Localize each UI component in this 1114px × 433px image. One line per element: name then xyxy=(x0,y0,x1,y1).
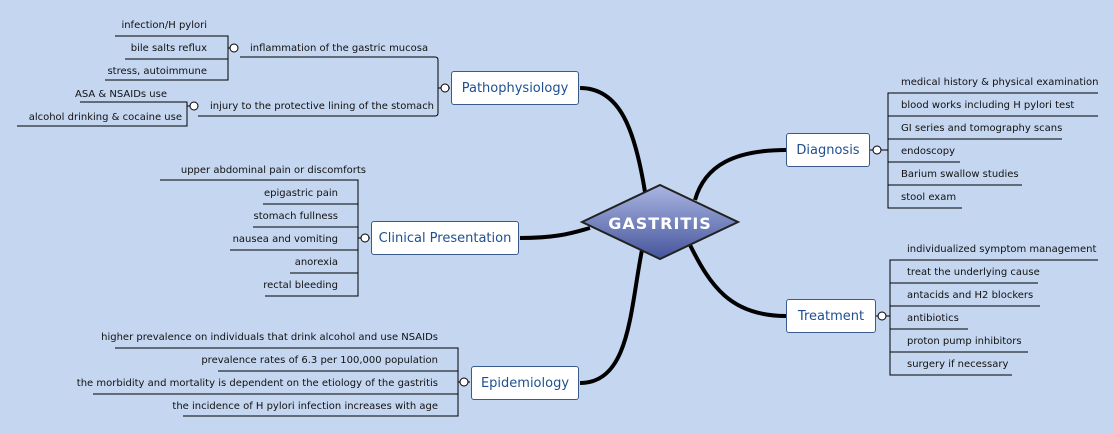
topic-treatment[interactable]: Treatment xyxy=(786,299,876,333)
leaf-stress[interactable]: stress, autoimmune xyxy=(107,66,207,77)
leaf-antibiotics[interactable]: antibiotics xyxy=(907,313,959,324)
leaf-gi-series[interactable]: GI series and tomography scans xyxy=(901,123,1063,134)
leaf-morbidity-mortality[interactable]: the morbidity and mortality is dependent… xyxy=(76,378,438,389)
center-diamond xyxy=(579,183,741,261)
subtopic-inflammation[interactable]: inflammation of the gastric mucosa xyxy=(250,43,429,54)
leaf-nausea-vomiting[interactable]: nausea and vomiting xyxy=(232,234,338,245)
leaf-stomach-fullness[interactable]: stomach fullness xyxy=(253,211,338,222)
leaf-rectal-bleeding[interactable]: rectal bleeding xyxy=(263,280,338,291)
leaf-individualized-management[interactable]: individualized symptom management xyxy=(907,244,1097,255)
leaf-surgery[interactable]: surgery if necessary xyxy=(907,359,1009,370)
branch-pathophysiology xyxy=(579,86,647,193)
leaf-antacids-h2[interactable]: antacids and H2 blockers xyxy=(907,290,1034,301)
leaf-barium-swallow[interactable]: Barium swallow studies xyxy=(901,169,1019,180)
leaf-h-pylori-incidence[interactable]: the incidence of H pylori infection incr… xyxy=(172,401,438,412)
topic-pathophysiology[interactable]: Pathophysiology xyxy=(451,71,579,105)
leaf-alcohol-cocaine[interactable]: alcohol drinking & cocaine use xyxy=(28,112,182,123)
leaf-asa-nsaids[interactable]: ASA & NSAIDs use xyxy=(75,89,167,100)
leaf-epigastric-pain[interactable]: epigastric pain xyxy=(263,188,338,199)
branch-epidemiology xyxy=(579,249,644,385)
subtopic-injury-lining[interactable]: injury to the protective lining of the s… xyxy=(210,101,435,112)
branch-treatment xyxy=(688,244,787,318)
branch-diagnosis xyxy=(693,148,787,201)
topic-clinical-presentation[interactable]: Clinical Presentation xyxy=(371,221,519,255)
topic-epidemiology[interactable]: Epidemiology xyxy=(471,366,579,400)
center-topic[interactable]: GASTRITIS xyxy=(608,213,712,233)
leaf-upper-abdominal-pain[interactable]: upper abdominal pain or discomforts xyxy=(180,165,366,176)
leaf-anorexia[interactable]: anorexia xyxy=(294,257,338,268)
leaf-prevalence-rates[interactable]: prevalence rates of 6.3 per 100,000 popu… xyxy=(201,355,438,366)
leaf-higher-prevalence[interactable]: higher prevalence on individuals that dr… xyxy=(101,332,438,343)
topic-diagnosis[interactable]: Diagnosis xyxy=(786,133,870,167)
leaf-blood-works[interactable]: blood works including H pylori test xyxy=(901,100,1075,111)
leaf-stool-exam[interactable]: stool exam xyxy=(901,192,957,203)
leaf-medical-history[interactable]: medical history & physical examination xyxy=(901,77,1099,88)
leaf-endoscopy[interactable]: endoscopy xyxy=(901,146,956,157)
leaf-h-pylori[interactable]: infection/H pylori xyxy=(121,20,207,31)
leaf-ppi[interactable]: proton pump inhibitors xyxy=(907,336,1022,347)
branch-clinical xyxy=(519,226,591,240)
leaf-bile-salts[interactable]: bile salts reflux xyxy=(130,43,207,54)
leaf-treat-underlying-cause[interactable]: treat the underlying cause xyxy=(907,267,1040,278)
